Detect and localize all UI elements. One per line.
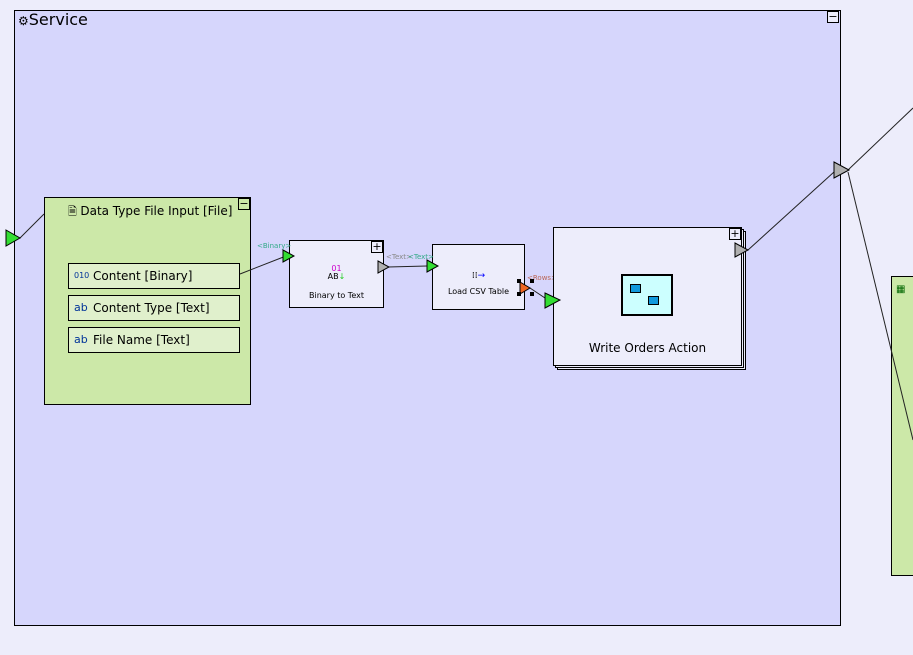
table-node[interactable]: ▦ (891, 276, 913, 576)
table-icon: ▦ (896, 284, 906, 295)
subflow-icon (621, 274, 673, 316)
input-port (282, 249, 296, 263)
csv-icon: ⁞⁞→ (471, 271, 486, 281)
port-label: <Text> (386, 253, 412, 261)
collapse-button[interactable]: − (238, 197, 250, 210)
port-label: <Rows> (527, 274, 557, 282)
output-port (377, 260, 391, 274)
text-type-icon: ab (74, 301, 88, 314)
document-icon: 🗎 (68, 205, 81, 218)
expand-button[interactable]: + (371, 240, 383, 253)
input-port (5, 229, 22, 247)
service-output-port (833, 161, 851, 179)
binary-icon: 010 (74, 271, 90, 280)
gears-icon: ⚙ (18, 14, 29, 28)
write-orders-node[interactable]: Write Orders Action (553, 227, 742, 366)
output-port-selected (519, 281, 531, 295)
input-port (426, 259, 440, 273)
service-title: ⚙Service (18, 10, 88, 29)
file-input-title: 🗎 Data Type File Input [File] (68, 204, 233, 218)
text-type-icon: ab (74, 333, 88, 346)
output-port (734, 242, 750, 258)
load-csv-node[interactable]: ⁞⁞→ Load CSV Table (432, 244, 525, 310)
expand-button[interactable]: + (729, 227, 741, 240)
port-label: <Text> (408, 253, 434, 261)
collapse-button[interactable]: − (827, 10, 839, 23)
port-label: <Binary> (257, 242, 292, 250)
input-port (544, 292, 562, 309)
